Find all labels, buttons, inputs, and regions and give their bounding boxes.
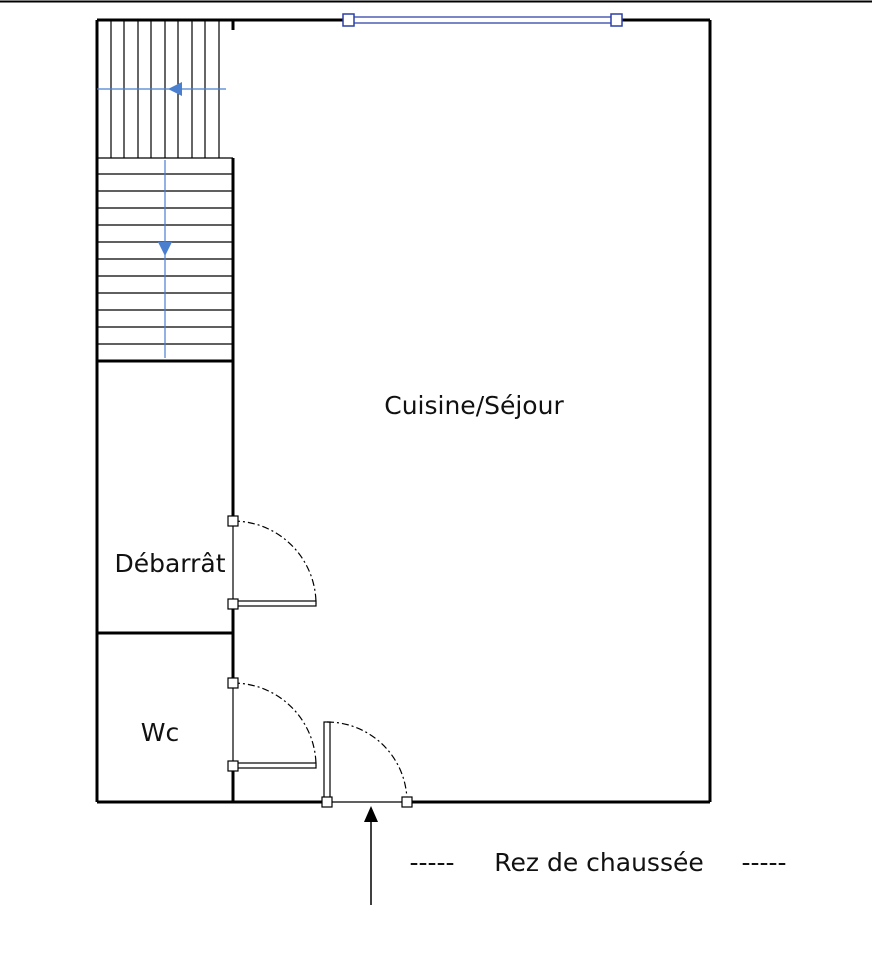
stair-direction-arrow-icon (97, 82, 226, 358)
entrance-door[interactable] (321, 721, 413, 808)
caption-dash-right: ----- (741, 848, 786, 877)
level-caption: Rez de chaussée (494, 848, 703, 877)
entrance-arrow-icon (364, 806, 378, 905)
interior-walls (97, 20, 235, 802)
room-label-toilet: Wc (141, 718, 179, 747)
window-right-handle[interactable] (610, 13, 623, 27)
window (342, 13, 623, 27)
room-label-storage: Débarrât (114, 549, 225, 578)
window-left-handle[interactable] (342, 13, 355, 27)
caption-dash-left: ----- (409, 848, 454, 877)
exterior-walls (95, 18, 712, 804)
storage-door[interactable] (227, 515, 317, 610)
room-label-kitchen-living: Cuisine/Séjour (384, 391, 564, 420)
toilet-door[interactable] (227, 677, 317, 772)
